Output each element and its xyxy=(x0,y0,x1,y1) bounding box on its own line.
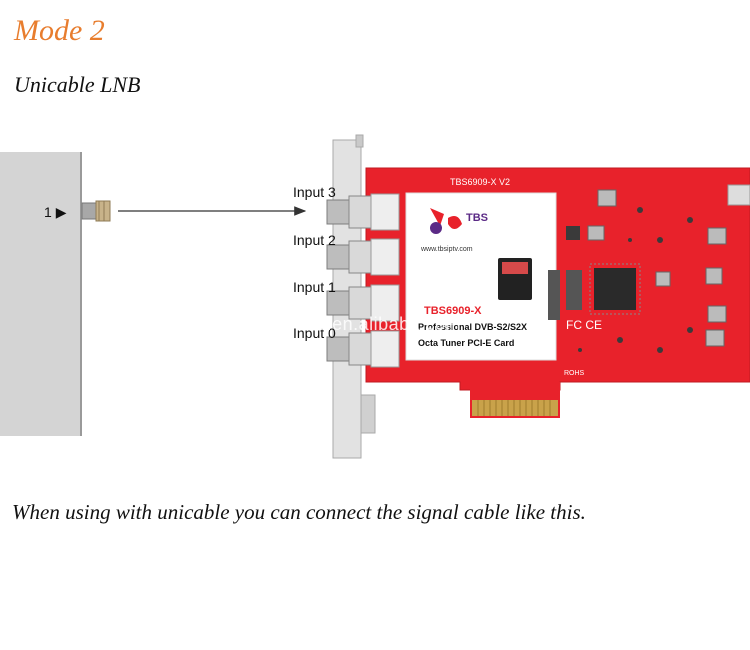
page-title: Mode 2 xyxy=(14,14,105,47)
board-components xyxy=(548,184,750,353)
page-subtitle: Unicable LNB xyxy=(14,72,141,97)
sticker-model: TBS6909-X xyxy=(424,305,482,317)
fc-ce-mark: FC CE xyxy=(566,318,602,332)
pcie-gold-fingers xyxy=(472,400,558,416)
lnb-port-number: 1 xyxy=(44,204,52,220)
sticker-url: www.tbsiptv.com xyxy=(421,246,473,253)
input-label-2: Input 2 xyxy=(293,232,336,248)
lnb-unit xyxy=(0,152,82,436)
lnb-f-connector xyxy=(81,200,111,222)
input-connector-3 xyxy=(326,193,400,231)
main-chip xyxy=(589,263,641,315)
lnb-port-label: 1 ▶ xyxy=(44,204,66,221)
input-label-1: Input 1 xyxy=(293,279,336,295)
input-connector-1 xyxy=(326,284,400,322)
sticker-line2: Octa Tuner PCI-E Card xyxy=(418,338,515,348)
input-label-0: Input 0 xyxy=(293,325,336,341)
sticker-line1: Professional DVB-S2/S2X xyxy=(418,322,528,332)
card-sticker xyxy=(405,192,557,361)
input-connector-0 xyxy=(326,330,400,368)
card-model-print: TBS6909-X V2 xyxy=(450,177,511,187)
caption-text: When using with unicable you can connect… xyxy=(12,500,586,524)
input-label-3: Input 3 xyxy=(293,184,336,200)
input-connector-2 xyxy=(326,238,400,276)
watermark: rongjiayizhao.en.alibaba.com xyxy=(214,314,462,334)
rohs-mark: ROHS xyxy=(564,370,585,377)
port-arrow-icon: ▶ xyxy=(55,204,67,220)
sticker-brand: TBS xyxy=(466,212,488,224)
